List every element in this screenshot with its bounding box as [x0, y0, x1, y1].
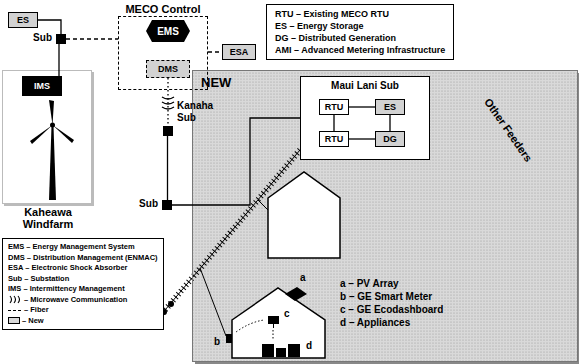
node-text: DMS	[158, 64, 178, 74]
node-text: Kanaha Sub	[177, 100, 213, 123]
legend-text: DMS – Distribution Management (ENMAC)	[8, 253, 158, 264]
legend-row: EMS – Energy Management System	[8, 242, 158, 253]
dms-box: DMS	[146, 60, 190, 78]
legend-text: – New	[22, 316, 44, 327]
node-text: ES	[384, 102, 396, 112]
legend-row: RTU – Existing MECO RTU	[275, 8, 445, 20]
callout-key: c – GE Ecodashboard	[340, 304, 443, 316]
connector	[333, 115, 334, 131]
legend-text: – Microwave Communication	[24, 295, 127, 306]
callout-letter: a	[300, 272, 306, 284]
connector	[349, 106, 375, 107]
node-text: MECO Control	[125, 3, 200, 15]
heading-holder: Kanaha Sub	[177, 100, 223, 124]
legend-text: RTU – Existing MECO RTU	[275, 8, 389, 20]
connector	[167, 136, 168, 200]
callout-key: a – PV Array	[340, 278, 399, 290]
node-text: ES	[17, 15, 29, 25]
substation-square: Sub	[162, 200, 172, 210]
substation-square: Sub	[56, 34, 66, 44]
node-text: DG	[383, 134, 397, 144]
connector	[349, 138, 375, 139]
connector	[389, 115, 390, 131]
legend-row: – Microwave Communication	[8, 295, 158, 306]
connector	[38, 20, 61, 34]
substation-box: Maui Lani SubRTU RTU ES DG	[300, 76, 430, 160]
node-text: Sub	[139, 198, 158, 209]
node-text: RTU	[325, 134, 344, 144]
microwave-sample	[8, 295, 22, 304]
legend-row: AMI – Advanced Metering Infrastructure	[275, 44, 445, 56]
ims-box: IMS	[22, 76, 62, 96]
legend-row: IMS – Intermittency Management	[8, 284, 158, 295]
appliance	[288, 344, 300, 357]
windfarm-panel	[2, 70, 92, 204]
storage-box: ES	[8, 12, 38, 28]
heading-holder: Sub	[33, 32, 52, 44]
heading-holder: Sub	[139, 198, 158, 210]
node-text: IMS	[34, 81, 50, 91]
connector	[58, 44, 59, 76]
node-text: ESA	[230, 47, 249, 57]
smart-meter	[226, 334, 232, 343]
substation-square: Kanaha Sub	[163, 126, 173, 136]
new-region-ground	[192, 70, 578, 362]
legend-row: ES – Energy Storage	[275, 20, 445, 32]
heading-holder: MECO Control	[99, 3, 227, 15]
legend-box: RTU – Existing MECO RTUES – Energy Stora…	[266, 4, 454, 60]
legend-text: ES – Energy Storage	[275, 20, 364, 32]
appliance	[276, 348, 286, 357]
generation-box: DG	[375, 131, 405, 147]
ecodashboard	[268, 316, 279, 324]
node-text: EMS	[157, 26, 179, 37]
storage-box: ES	[375, 99, 405, 115]
windfarm-panel: Kaheawa WindfarmIMS	[2, 70, 92, 204]
legend-row: DG – Distributed Generation	[275, 32, 445, 44]
fiber-sample	[8, 306, 22, 315]
legend-row: ESA – Electronic Shock Absorber	[8, 263, 158, 274]
esa-box: ESA	[222, 44, 256, 60]
wind-turbine	[30, 100, 74, 200]
pv-array	[285, 287, 307, 301]
rtu-box: RTU	[319, 99, 349, 115]
callout-key: b – GE Smart Meter	[340, 291, 432, 303]
legend-text: – Fiber	[24, 305, 49, 316]
control-center: MECO ControlEMSDMS	[118, 16, 208, 90]
connector	[66, 38, 118, 39]
legend-row: – New	[8, 316, 158, 327]
ems-hexagon	[146, 20, 190, 42]
legend-text: EMS – Energy Management System	[8, 242, 135, 253]
legend-text: ESA – Electronic Shock Absorber	[8, 263, 127, 274]
microwave-symbol	[162, 97, 174, 109]
callout-key: d – Appliances	[340, 317, 410, 329]
legend-row: DMS – Distribution Management (ENMAC)	[8, 253, 158, 264]
legend-text: Sub – Substation	[8, 274, 69, 285]
connector	[172, 118, 300, 205]
legend-row: Sub – Substation	[8, 274, 158, 285]
legend-swatch	[8, 317, 20, 324]
ems-box: EMS	[146, 20, 190, 42]
customer-house	[226, 287, 325, 358]
appliance	[262, 344, 274, 357]
legend-text: DG – Distributed Generation	[275, 32, 396, 44]
connector	[208, 51, 222, 52]
callout-letter: b	[214, 336, 220, 348]
legend-box: EMS – Energy Management SystemDMS – Dist…	[2, 238, 164, 330]
node-text: Sub	[33, 32, 52, 43]
node-text: RTU	[325, 102, 344, 112]
callout-letter: d	[306, 340, 312, 352]
node-text: Kaheawa Windfarm	[23, 206, 74, 230]
connector	[167, 78, 168, 126]
callout-letter: c	[284, 308, 290, 320]
legend-text: AMI – Advanced Metering Infrastructure	[275, 44, 445, 56]
heading-holder: Kaheawa Windfarm	[13, 206, 83, 230]
legend-row: – Fiber	[8, 305, 158, 316]
rtu-box: RTU	[319, 131, 349, 147]
node-text: Maui Lani Sub	[301, 77, 429, 91]
legend-text: IMS – Intermittency Management	[8, 284, 125, 295]
house	[268, 172, 340, 258]
